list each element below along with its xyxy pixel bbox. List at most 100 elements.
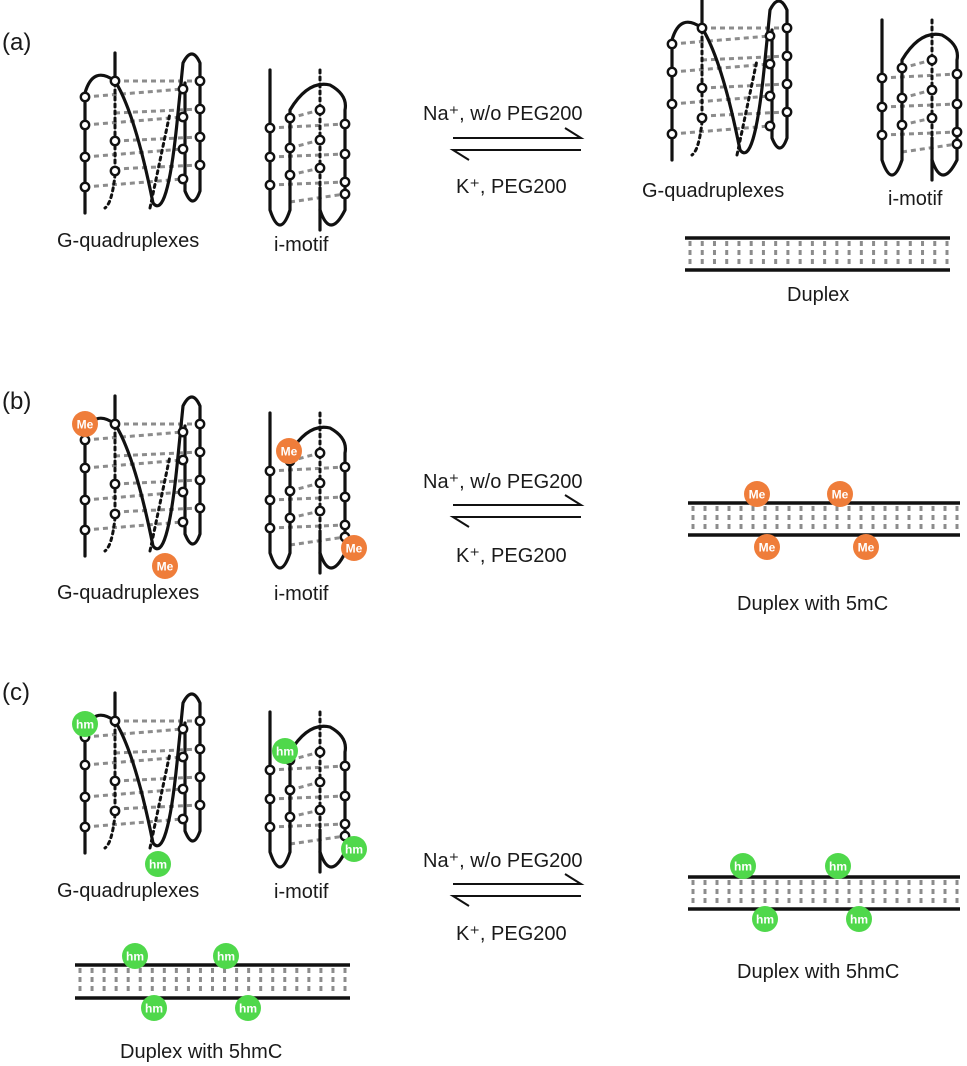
methyl-badge: Me [152,553,178,579]
base-pair-rungs [78,968,347,995]
badge-label: hm [76,718,94,732]
hydroxymethyl-badge: hm [122,943,148,969]
base-pair-rungs [688,241,949,267]
hydroxymethyl-badge: hm [825,853,851,879]
g-quadruplex-structure [79,394,206,558]
equilibrium-arrows [452,494,582,528]
duplex-with-5hmC: hm hm hm hm [75,943,350,1021]
g-quadruplexes-label: G-quadruplexes [57,582,199,604]
i-motif-structure [264,68,351,232]
hydroxymethyl-badge: hm [752,906,778,932]
equilibrium-top-label: Na⁺, w/o PEG200 [423,850,583,872]
badge-circle [825,853,851,879]
badge-label: hm [126,950,144,964]
i-motif-label: i-motif [274,881,329,903]
panel-c-label: (c) [2,679,30,706]
badge-circle [276,438,302,464]
base-pair-rungs [691,880,959,906]
badge-circle [152,553,178,579]
badge-label: Me [77,418,94,432]
duplex-label: Duplex [787,284,849,306]
methyl-badge: Me [72,411,98,437]
g-quadruplexes-label: G-quadruplexes [642,180,784,202]
hydroxymethyl-badge: hm [145,851,171,877]
hydroxymethyl-badge: hm [235,995,261,1021]
badge-circle [853,534,879,560]
badge-label: hm [829,860,847,874]
badge-circle [744,481,770,507]
duplex-with-5hmC: hm hm hm hm [688,853,960,932]
hydroxymethyl-badge: hm [846,906,872,932]
hydroxymethyl-badge: hm [272,738,298,764]
duplex-label: Duplex with 5hmC [120,1041,282,1063]
badge-circle [145,851,171,877]
g-quadruplex-structure [79,51,206,215]
equilibrium-bottom-label: K⁺, PEG200 [456,176,567,198]
panel-a: (a) G-quadruplexes i-motif Na⁺, w/o PEG2… [2,0,963,306]
badge-circle [122,943,148,969]
panel-c: (c) hm hm hm hm G-quadruplexes i-motif h… [2,679,960,1063]
badge-label: Me [346,542,363,556]
badge-label: hm [276,745,294,759]
panel-a-label: (a) [2,29,31,56]
badge-label: hm [734,860,752,874]
i-motif-structure [264,710,351,874]
badge-circle [341,535,367,561]
duplex-with-5mC: Me Me Me Me [688,481,960,560]
equilibrium-arrows [452,873,582,907]
badge-label: hm [149,858,167,872]
equilibrium-arrows [452,127,582,161]
badge-circle [235,995,261,1021]
badge-circle [730,853,756,879]
badge-circle [752,906,778,932]
badge-circle [72,411,98,437]
methyl-badge: Me [744,481,770,507]
badge-circle [827,481,853,507]
badge-label: hm [850,913,868,927]
methyl-badge: Me [341,535,367,561]
g-quadruplexes-label: G-quadruplexes [57,230,199,252]
i-motif-structure [876,18,963,182]
g-quadruplex-structure [79,691,206,855]
badge-label: Me [858,541,875,555]
equilibrium-bottom-label: K⁺, PEG200 [456,545,567,567]
badge-label: hm [217,950,235,964]
hydroxymethyl-badge: hm [213,943,239,969]
g-quadruplexes-label: G-quadruplexes [57,880,199,902]
badge-circle [213,943,239,969]
badge-label: hm [145,1002,163,1016]
badge-label: Me [749,488,766,502]
methyl-badge: Me [853,534,879,560]
duplex-label: Duplex with 5hmC [737,961,899,983]
badge-circle [754,534,780,560]
badge-label: hm [239,1002,257,1016]
badge-circle [272,738,298,764]
badge-label: Me [759,541,776,555]
methyl-badge: Me [276,438,302,464]
panel-b: (b) Me Me Me Me G-quadruplexes i-motif N… [2,388,960,615]
i-motif-structure [264,411,351,575]
panel-b-label: (b) [2,388,31,415]
hydroxymethyl-badge: hm [141,995,167,1021]
hydroxymethyl-badge: hm [72,711,98,737]
i-motif-label: i-motif [888,188,943,210]
i-motif-label: i-motif [274,583,329,605]
methyl-badge: Me [827,481,853,507]
badge-circle [72,711,98,737]
i-motif-label: i-motif [274,234,329,256]
equilibrium-top-label: Na⁺, w/o PEG200 [423,103,583,125]
badge-circle [141,995,167,1021]
badge-label: Me [281,445,298,459]
badge-label: hm [345,843,363,857]
duplex-label: Duplex with 5mC [737,593,888,615]
equilibrium-top-label: Na⁺, w/o PEG200 [423,471,583,493]
duplex [685,236,950,272]
equilibrium-bottom-label: K⁺, PEG200 [456,923,567,945]
methyl-badge: Me [754,534,780,560]
badge-label: Me [157,560,174,574]
badge-circle [846,906,872,932]
hydroxymethyl-badge: hm [730,853,756,879]
badge-circle [341,836,367,862]
badge-label: Me [832,488,849,502]
